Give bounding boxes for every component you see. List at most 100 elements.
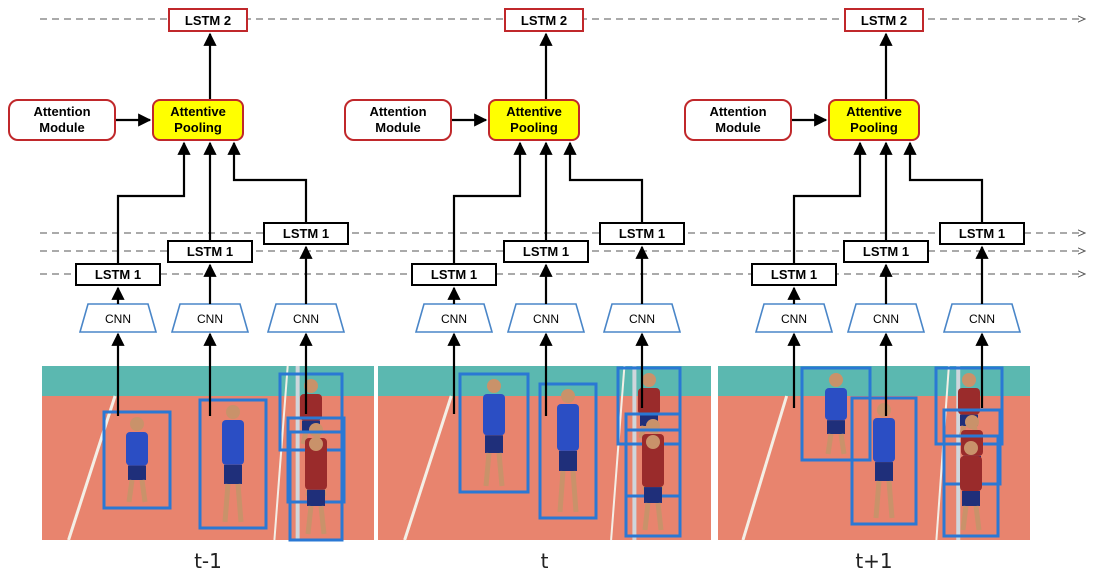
lstm1-box: LSTM 1 [939,222,1025,245]
cnn-label: CNN [105,312,131,326]
time-label: t+1 [855,549,893,573]
court-wall [718,366,1030,396]
player-head [965,415,979,429]
player-body [557,404,579,451]
player-shorts [559,450,577,471]
player-leg [570,470,579,513]
player-leg [838,433,847,455]
lstm1-to-pooling-arrow [116,141,191,263]
cnn-label: CNN [197,312,223,326]
player-leg [222,483,231,523]
court-wall [42,366,374,396]
player-shorts [307,489,325,506]
player-head [309,437,323,451]
cnn-trapezoid [506,303,586,333]
player-bbox [942,434,1000,538]
frame-image-t-1 [42,365,374,542]
player-body [958,388,980,415]
lstm1-box: LSTM 1 [503,240,589,263]
lstm2-box: LSTM 2 [168,8,248,32]
player-shorts [224,464,242,484]
attention-module-box: Attention Module [684,99,792,141]
cnn-label: CNN [781,312,807,326]
cnn-trapezoid [78,303,158,333]
lstm1-box: LSTM 1 [843,240,929,263]
player-shorts [875,462,893,481]
player-head [962,373,976,387]
player-leg [873,480,882,519]
player-bbox [102,410,172,510]
cnn-trapezoid [170,303,250,333]
attentive-pooling-box: Attentive Pooling [152,99,244,141]
court-line [403,395,453,541]
player-bbox [288,430,344,542]
player-head [642,373,656,387]
cnn-label: CNN [293,312,319,326]
player-head [829,373,843,387]
player-leg [235,483,244,523]
frame-image-t [378,365,711,541]
player-leg [139,479,148,503]
cnn-label: CNN [441,312,467,326]
lstm1-box: LSTM 1 [167,240,253,263]
player-body [126,432,148,466]
player-leg [973,505,982,531]
court-line [610,365,626,541]
player-leg [642,502,651,531]
player-leg [886,480,895,519]
player-head [646,435,660,449]
player-bbox [458,372,530,494]
player-leg [960,505,969,531]
player-shorts [485,435,503,453]
cnn-trapezoid [414,303,494,333]
lstm1-box: LSTM 1 [751,263,837,286]
court-line [741,395,789,541]
player-bbox [624,428,682,538]
player-bbox [800,366,872,462]
player-bbox [538,382,598,520]
cnn-trapezoid [266,303,346,333]
player-head [130,417,144,431]
player-head [487,379,501,393]
cnn-label: CNN [629,312,655,326]
player-body [483,394,505,436]
lstm1-box: LSTM 1 [263,222,349,245]
cnn-trapezoid [942,303,1022,333]
player-leg [825,433,834,455]
player-leg [300,431,309,445]
player-leg [496,452,505,487]
player-bbox [198,398,268,530]
player-leg [655,502,664,531]
player-body [305,452,327,490]
player-shorts [827,420,845,434]
player-body [873,418,895,463]
player-shorts [644,487,662,503]
time-label: t [540,549,549,573]
player-body [960,456,982,491]
lstm1-to-pooling-arrow [792,141,867,263]
attention-module-box: Attention Module [344,99,452,141]
player-body [825,388,847,421]
player-leg [126,479,135,503]
lstm2-box: LSTM 2 [844,8,924,32]
court-wall [378,366,711,396]
player-head [877,403,891,417]
frame-image-t+1 [718,365,1030,541]
player-body [638,388,660,415]
lstm2-box: LSTM 2 [504,8,584,32]
lstm1-box: LSTM 1 [75,263,161,286]
court-line [273,365,289,541]
player-head [226,405,240,419]
cnn-trapezoid [754,303,834,333]
attention-module-box: Attention Module [8,99,116,141]
lstm1-to-pooling-arrow [903,141,984,222]
lstm1-box: LSTM 1 [599,222,685,245]
attentive-pooling-box: Attentive Pooling [488,99,580,141]
player-head [964,441,978,455]
player-leg [305,505,314,535]
lstm1-to-pooling-arrow [452,141,527,263]
player-leg [318,505,327,535]
player-leg [557,470,566,513]
